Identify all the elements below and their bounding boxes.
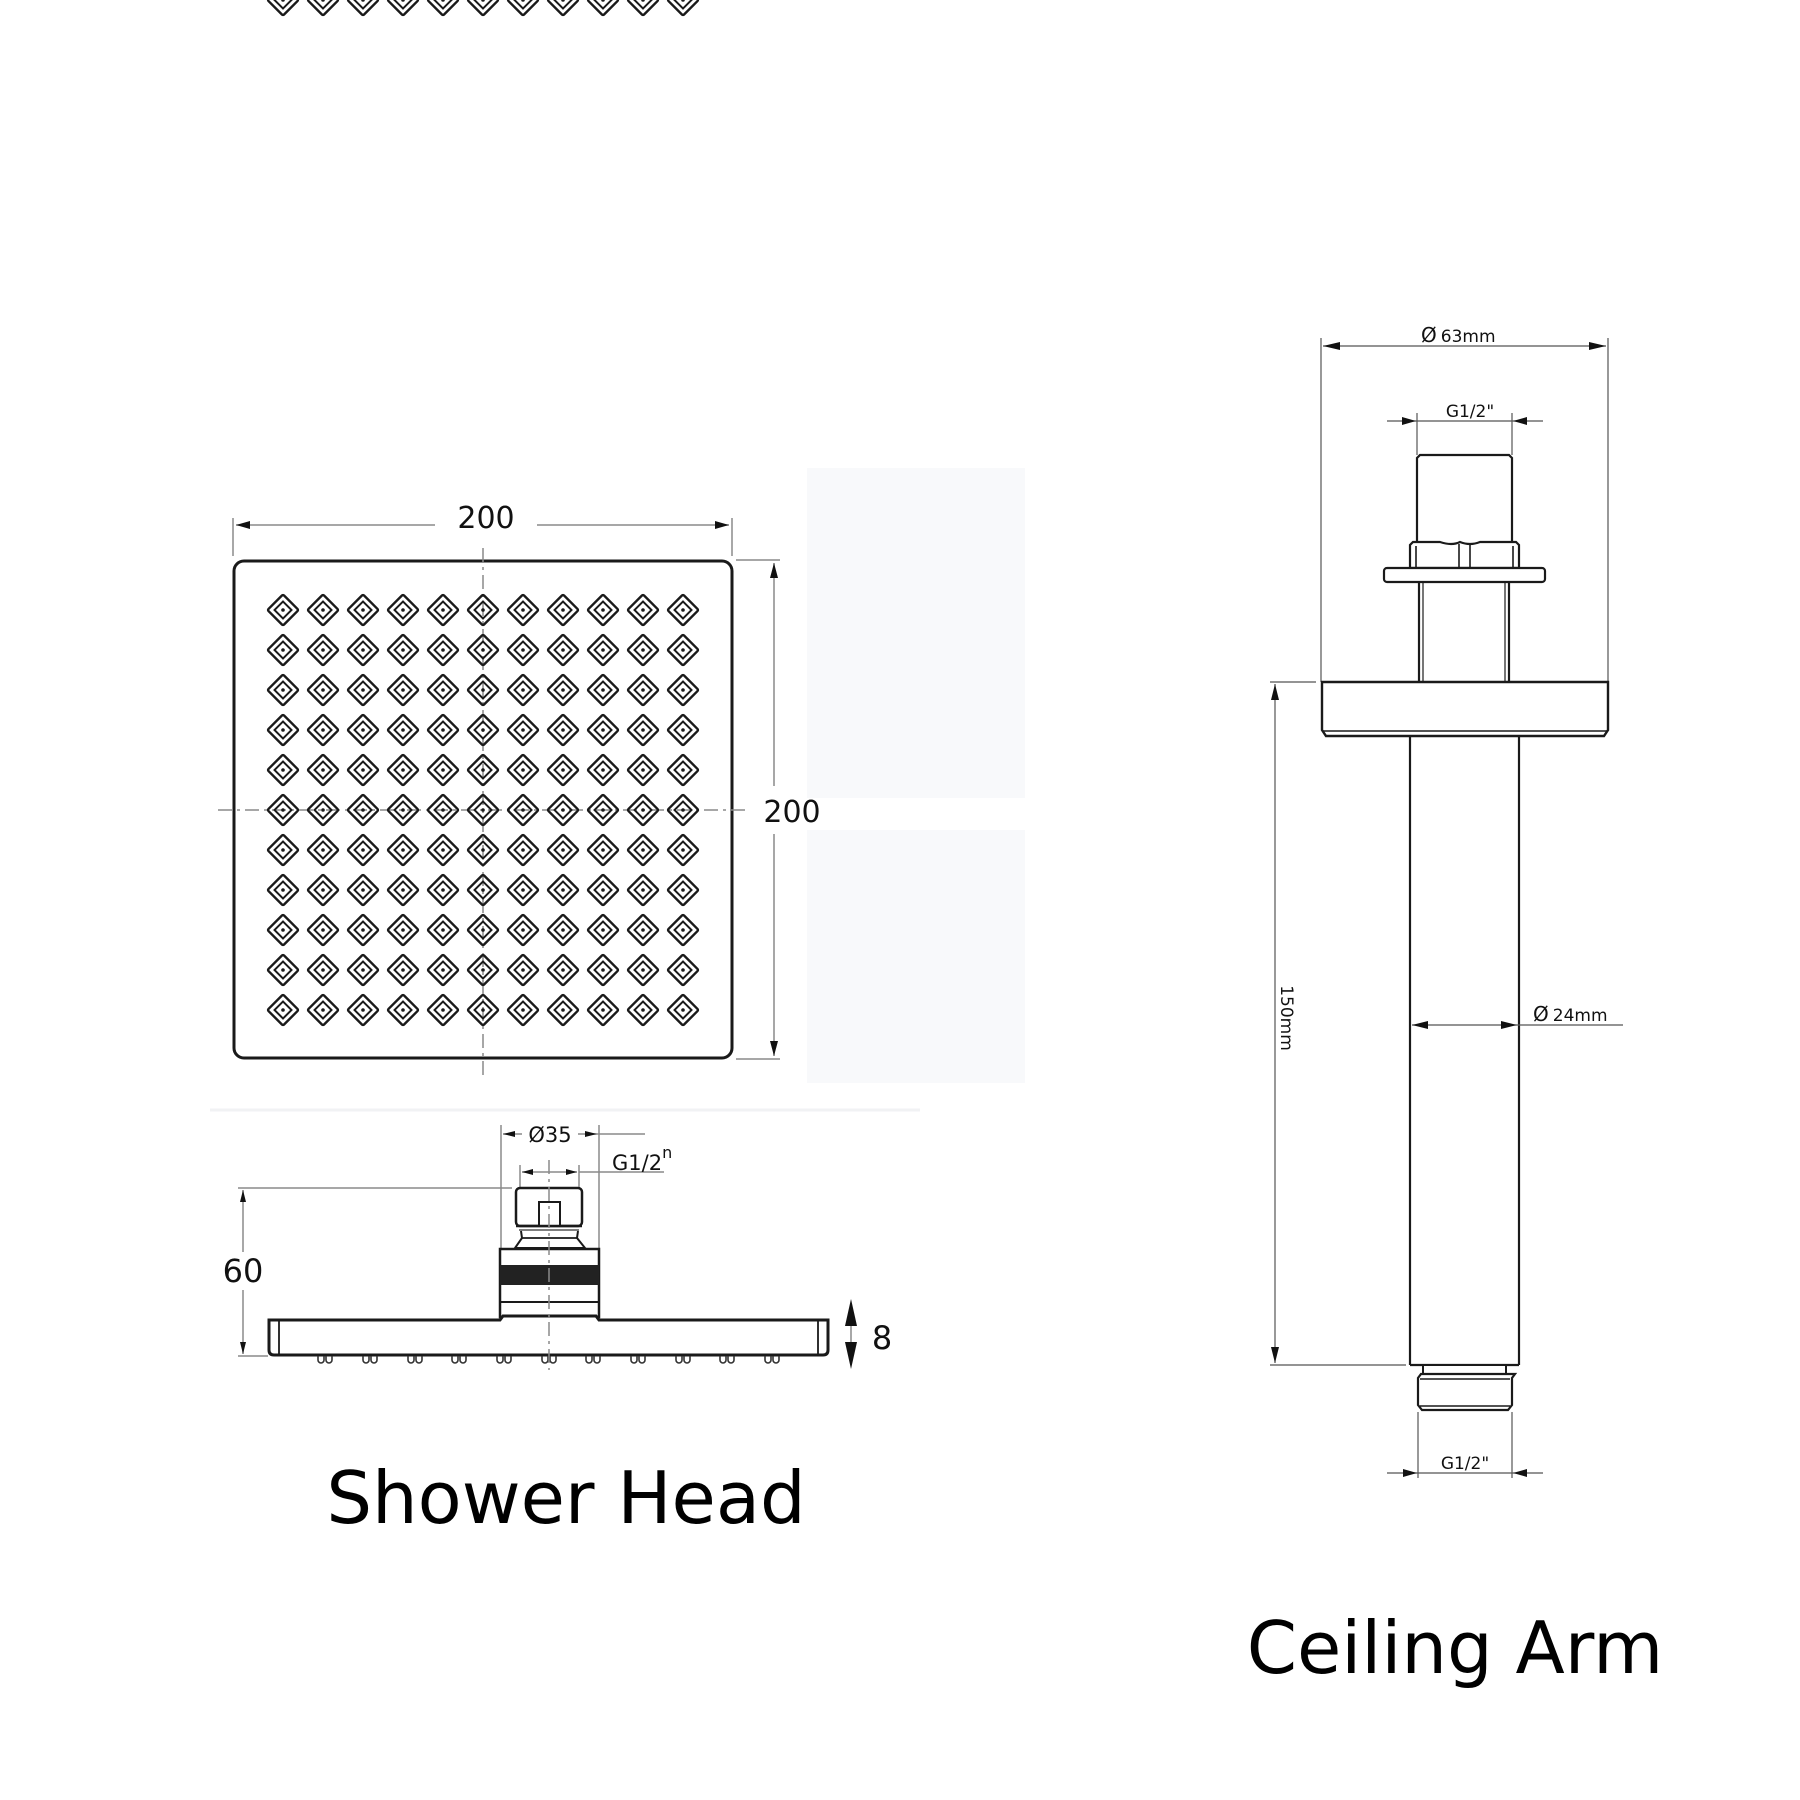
side-diameter-label: Ø35 <box>528 1123 571 1147</box>
faint-panel-stripe <box>800 798 1045 830</box>
top-height-label: 200 <box>763 795 820 830</box>
side-height-label: 60 <box>223 1252 264 1290</box>
shower-head-side-view: Ø35 G1/2n 60 <box>223 1123 892 1370</box>
top-width-label: 200 <box>457 501 514 536</box>
faint-panel <box>807 468 1025 1083</box>
top-thread-label: G1/2" <box>1446 402 1494 422</box>
length-label: 150mm <box>1276 985 1296 1051</box>
side-thread-label: G1/2 <box>612 1151 662 1175</box>
shower-head-title: Shower Head <box>326 1456 805 1540</box>
nozzle-grid <box>266 0 700 17</box>
bottom-thread-label: G1/2" <box>1441 1454 1489 1474</box>
side-thread-suffix: n <box>662 1143 672 1162</box>
svg-text:G1/2n: G1/2n <box>612 1143 672 1175</box>
flange-diameter-label: 63mm <box>1441 327 1496 347</box>
shower-head-top-view: 200 200 <box>218 0 821 1080</box>
nozzle-rows <box>267 594 698 1025</box>
tube-diameter-label: 24mm <box>1553 1006 1608 1026</box>
diameter-symbol-2: Ø <box>1533 1002 1549 1026</box>
plate-thickness-label: 8 <box>872 1319 892 1357</box>
ceiling-arm-title: Ceiling Arm <box>1247 1606 1664 1690</box>
diameter-symbol: Ø <box>1421 323 1437 347</box>
